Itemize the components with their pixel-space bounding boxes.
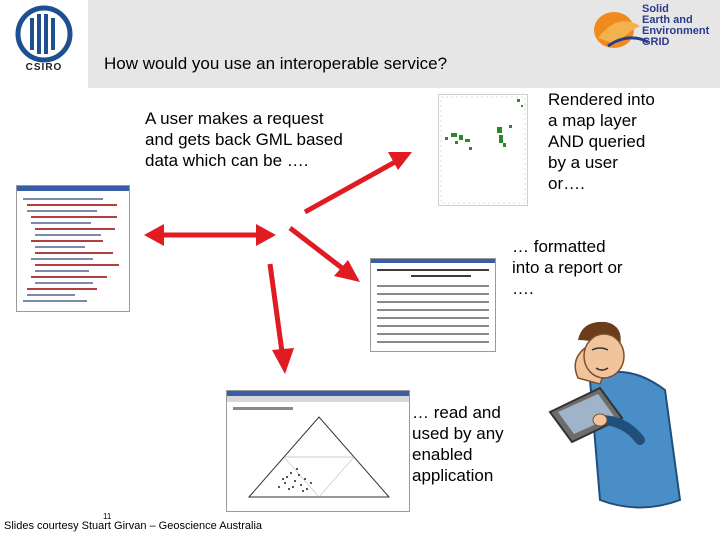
- csiro-logo-text: CSIRO: [25, 62, 63, 73]
- arrow-to-report-head: [334, 260, 360, 282]
- window-titlebar: [371, 259, 495, 263]
- report-screenshot: [370, 258, 496, 352]
- window-titlebar: [17, 186, 129, 191]
- csiro-logo-icon: [8, 4, 80, 84]
- grid-logo-line: Earth and: [642, 14, 693, 26]
- user-with-tablet-icon: [530, 300, 700, 520]
- footer-credit: Slides courtesy Stuart Girvan – Geoscien…: [4, 520, 263, 532]
- grid-logo-line: GRID: [642, 36, 670, 48]
- slide-title: How would you use an interoperable servi…: [104, 54, 448, 73]
- ternary-plot-screenshot: [226, 390, 410, 512]
- caption-map: Rendered into a map layer AND queried by…: [548, 90, 655, 193]
- arrow-to-map: [303, 159, 397, 215]
- double-arrow-left-head: [144, 224, 164, 246]
- gml-xml-screenshot: [16, 185, 130, 312]
- double-arrow-right-head: [256, 224, 276, 246]
- page-number: 11: [103, 512, 112, 521]
- grid-logo-line: Solid: [642, 3, 669, 15]
- arrow-to-app: [267, 263, 285, 353]
- grid-logo-icon: [588, 2, 714, 52]
- caption-application: … read and used by any enabled applicati…: [412, 403, 504, 485]
- caption-report: … formatted into a report or ….: [512, 237, 623, 298]
- arrow-to-app-head: [272, 348, 294, 374]
- grid-logo-line: Environment: [642, 25, 710, 37]
- caption-request: A user makes a request and gets back GML…: [145, 109, 343, 170]
- arrow-to-report: [288, 226, 344, 270]
- arrow-to-map-head: [388, 152, 412, 170]
- map-layer-screenshot: [438, 94, 528, 206]
- grid-logo-text: Solid Earth and Environment GRID: [642, 4, 720, 48]
